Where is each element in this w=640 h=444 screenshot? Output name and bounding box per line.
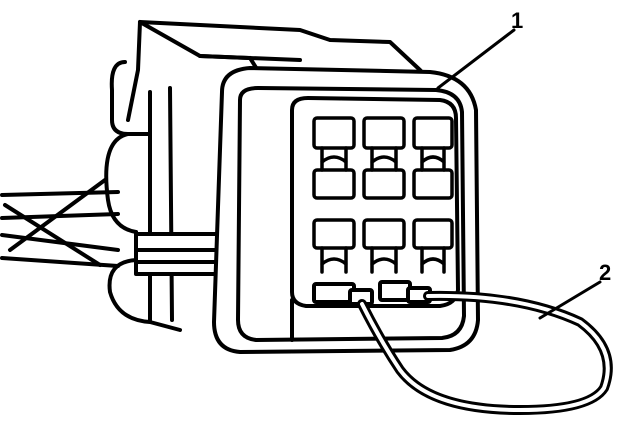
jumper-wire xyxy=(312,280,613,415)
callout-label-1: 1 xyxy=(511,8,524,33)
terminal-cavity xyxy=(362,116,406,200)
callout-1-leader xyxy=(436,28,516,90)
callout-label-2: 2 xyxy=(599,260,612,285)
terminal-cavity xyxy=(312,116,356,200)
terminal-cavity xyxy=(412,218,454,274)
connector-front-housing xyxy=(212,66,480,354)
harness-wires xyxy=(0,178,120,268)
terminal-cavity xyxy=(362,218,406,274)
terminal-cavity xyxy=(412,116,454,200)
callout-2-leader xyxy=(538,280,602,320)
locking-ribs xyxy=(134,232,220,276)
terminal-cavity xyxy=(312,218,356,274)
terminal-cavity-row-top xyxy=(312,116,454,200)
terminal-cavity-row-bottom xyxy=(312,218,454,274)
